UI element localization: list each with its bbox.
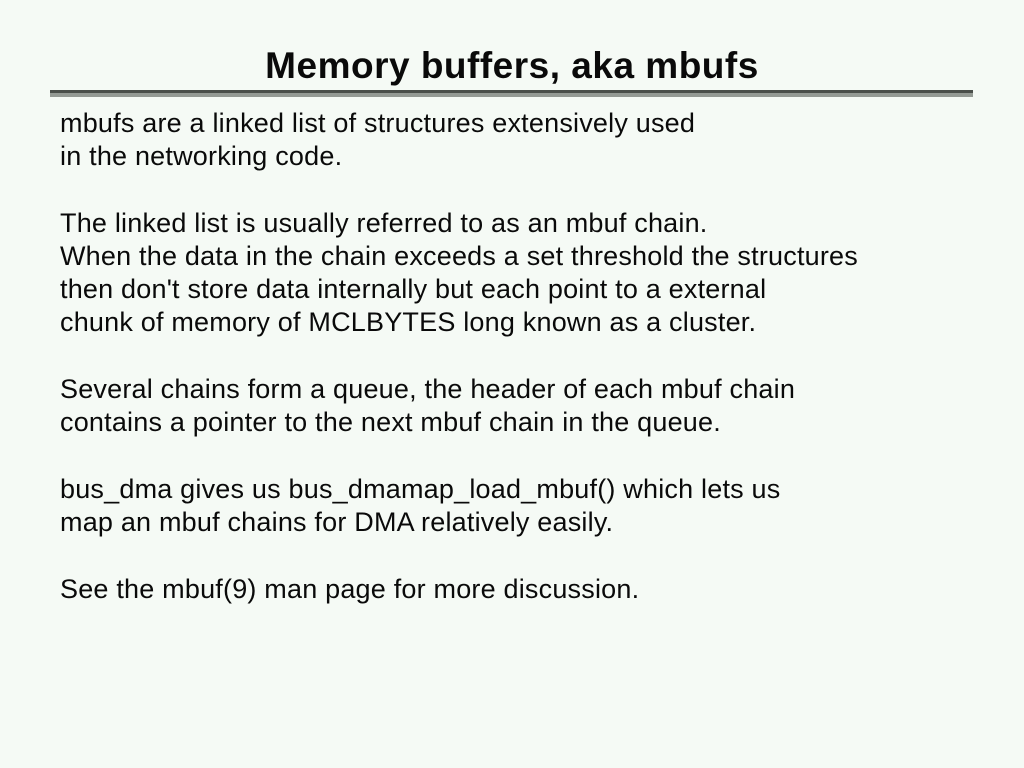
slide-paragraph: bus_dma gives us bus_dmamap_load_mbuf() … — [60, 474, 781, 537]
slide-paragraph: The linked list is usually referred to a… — [60, 208, 858, 337]
title-divider — [50, 90, 973, 97]
slide-paragraph: Several chains form a queue, the header … — [60, 374, 796, 437]
slide-title: Memory buffers, aka mbufs — [265, 45, 759, 86]
slide-paragraph: See the mbuf(9) man page for more discus… — [60, 574, 640, 604]
slide-paragraph: mbufs are a linked list of structures ex… — [60, 108, 696, 171]
slide-body: mbufs are a linked list of structures ex… — [60, 107, 984, 606]
